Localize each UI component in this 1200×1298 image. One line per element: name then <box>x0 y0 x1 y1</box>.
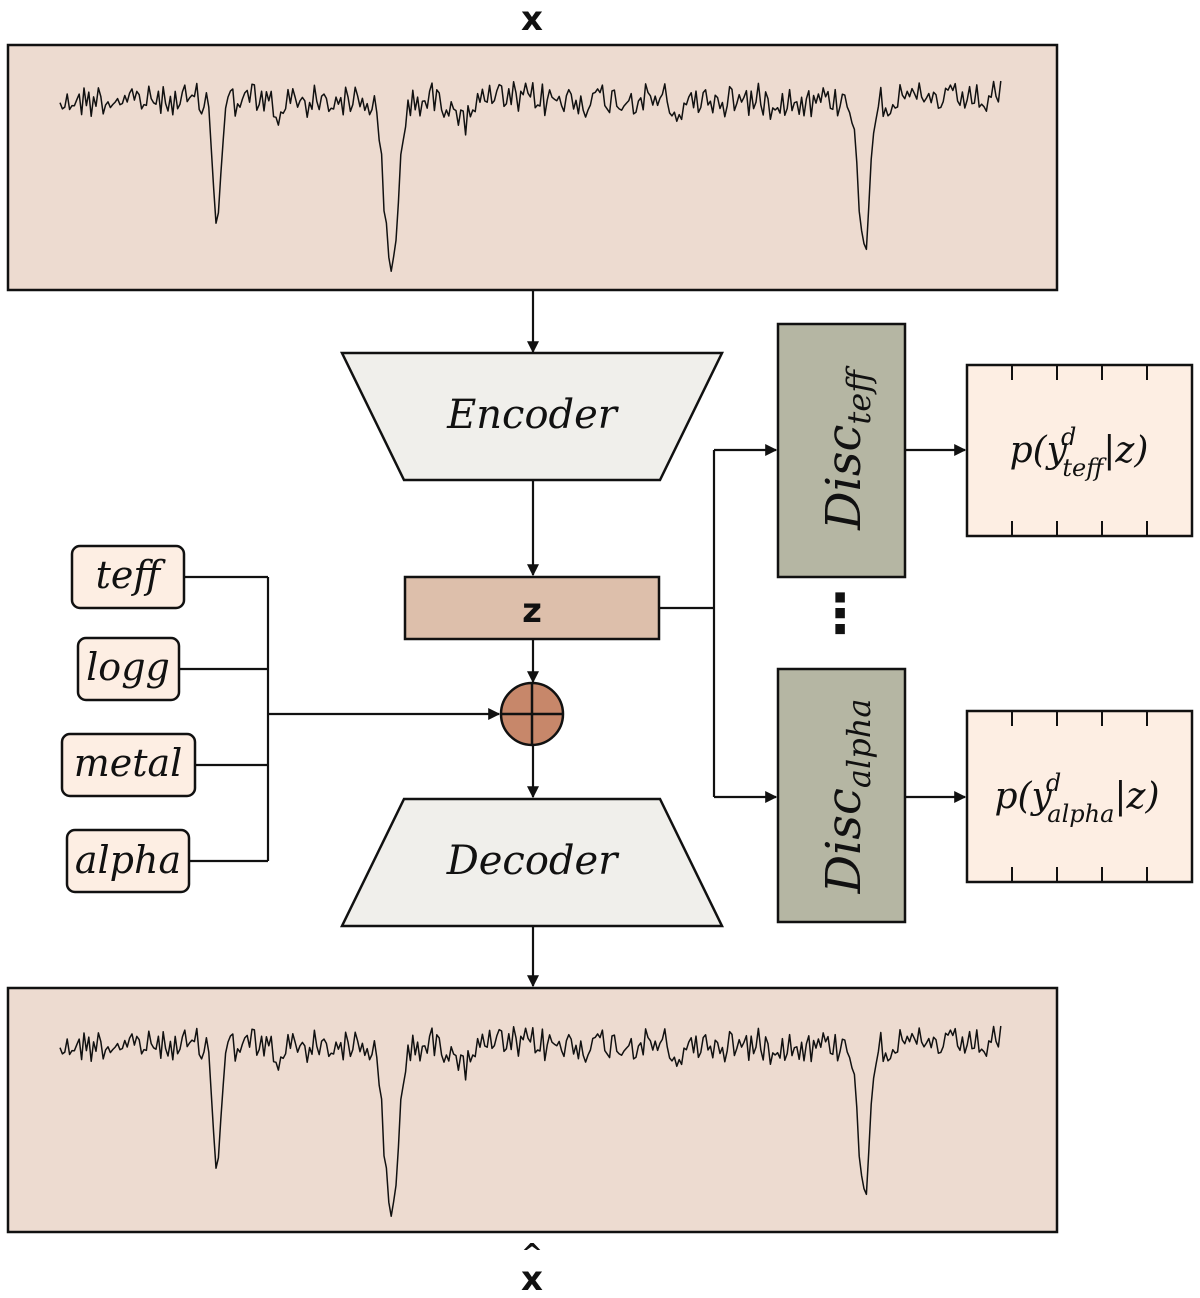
latent-to-discriminator-bus <box>659 444 778 803</box>
condition-metal-label: metal <box>74 741 183 785</box>
discriminator-teff-block <box>776 322 907 579</box>
condition-teff-label: teff <box>96 553 167 597</box>
output-spectrum-line <box>59 1025 1002 1218</box>
decoder-block <box>339 797 725 928</box>
output-teff-ticks <box>1011 365 1148 536</box>
discriminator-ellipsis: ⋮ <box>813 582 867 645</box>
discriminator-alpha-block <box>776 667 907 924</box>
discriminator-alpha-sub: alpha <box>840 699 878 788</box>
condition-logg: logg <box>76 636 181 702</box>
output-hat-label: ^ <box>521 1239 543 1269</box>
concat-plus-icon <box>499 681 565 747</box>
condition-alpha: alpha <box>65 828 191 894</box>
input-spectrum-panel <box>6 43 1059 292</box>
condition-metal: metal <box>60 732 197 798</box>
discriminator-teff-sub: teff <box>840 365 878 425</box>
encoder-label: Encoder <box>446 392 620 438</box>
input-spectrum-line <box>59 80 1002 273</box>
discriminator-teff-base: Disc <box>816 425 872 531</box>
discriminator-alpha-label: Discalpha <box>816 699 878 895</box>
input-label: x <box>521 0 543 39</box>
discriminator-teff-label: Discteff <box>816 365 878 531</box>
condition-logg-label: logg <box>86 645 170 689</box>
output-label: x <box>521 1259 543 1298</box>
encoder-block <box>339 351 725 482</box>
condition-teff: teff <box>70 544 186 610</box>
output-spectrum-panel <box>6 986 1059 1234</box>
discriminator-alpha-base: Disc <box>816 788 872 894</box>
decoder-label: Decoder <box>446 838 621 884</box>
condition-bus <box>179 575 501 863</box>
output-alpha-ticks <box>1011 711 1148 882</box>
latent-label: z <box>522 591 542 631</box>
condition-alpha-label: alpha <box>75 838 181 882</box>
